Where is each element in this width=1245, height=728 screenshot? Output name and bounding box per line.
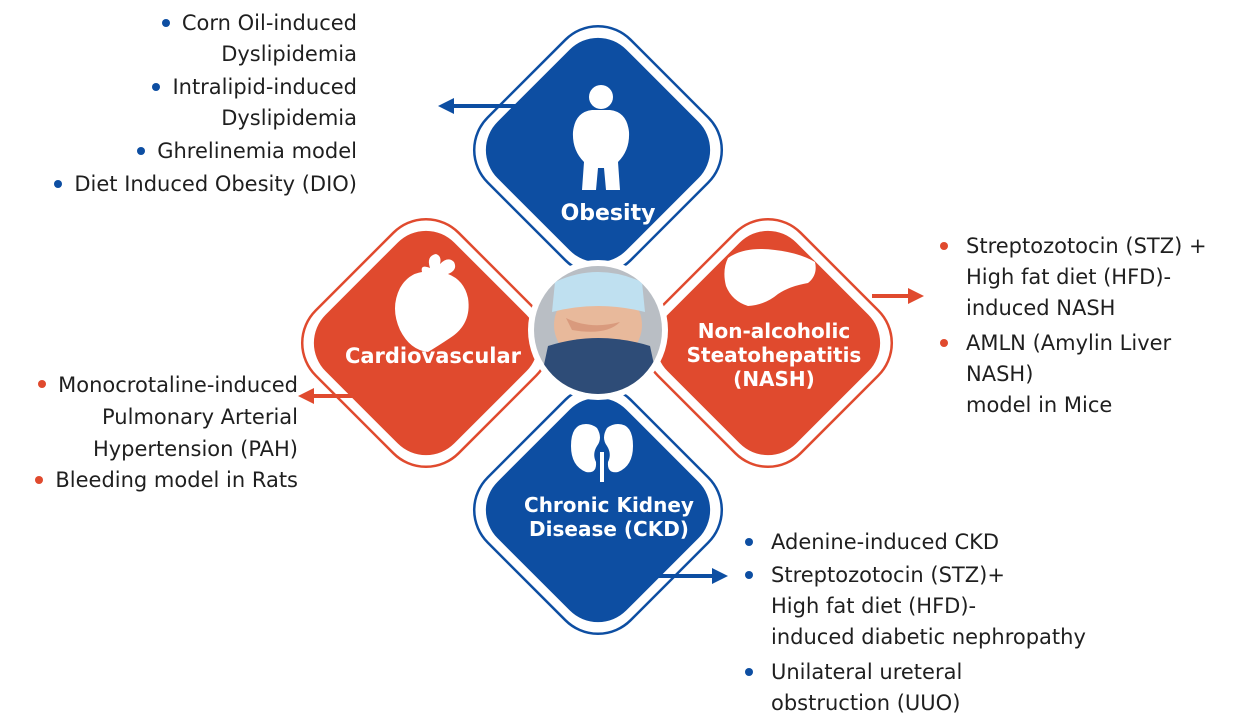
nash-outline [642, 217, 894, 469]
heart-icon [395, 254, 469, 352]
bullet-dot [54, 180, 63, 188]
ckd-model-list: Adenine-induced CKD Streptozotocin (STZ)… [745, 527, 1095, 719]
liver-icon [724, 249, 816, 306]
bullet-dot [940, 339, 948, 347]
ckd-label-line-1: Chronic Kidney [524, 493, 694, 517]
nash-label-line-3: (NASH) [733, 367, 815, 391]
bullet-dot [35, 476, 44, 484]
list-item: Streptozotocin (STZ)+High fat diet (HFD)… [745, 560, 1095, 653]
bullet-dot [745, 538, 753, 546]
bullet-dot [161, 19, 170, 27]
obesity-outline [472, 24, 724, 276]
ckd-outline [472, 384, 724, 636]
list-item: Adenine-induced CKD [745, 527, 1095, 558]
nash-arrow [872, 288, 924, 304]
ckd-arrow [652, 568, 728, 584]
bullet-dot [152, 83, 161, 91]
nash-label-line-1: Non-alcoholic [698, 319, 851, 343]
nash-model-list: Streptozotocin (STZ) +High fat diet (HFD… [940, 231, 1240, 421]
obesity-label: Obesity [561, 201, 656, 226]
obese-person-icon [572, 85, 630, 190]
cardio-outline [300, 217, 552, 469]
ckd-label-line-2: Disease (CKD) [529, 517, 689, 541]
list-item: AMLN (Amylin Liver NASH)model in Mice [940, 328, 1240, 421]
list-item: Diet Induced Obesity (DIO) [0, 169, 357, 200]
bullet-dot [940, 242, 948, 250]
list-item: Ghrelinemia model [0, 136, 357, 167]
cardiovascular-label: Cardiovascular [345, 344, 522, 368]
nash-label-line-2: Steatohepatitis [687, 343, 862, 367]
center-belly-image [528, 260, 668, 400]
kidneys-icon [571, 424, 633, 482]
bullet-dot [745, 668, 753, 676]
bullet-dot [137, 147, 146, 155]
cardiovascular-arrow [298, 388, 378, 404]
list-item: Streptozotocin (STZ) +High fat diet (HFD… [940, 231, 1240, 324]
obesity-arrow [438, 98, 522, 114]
list-item: Bleeding model in Rats [8, 465, 298, 496]
bullet-dot [38, 380, 47, 388]
ckd-diamond [485, 397, 711, 623]
bullet-dot [745, 571, 753, 579]
nash-diamond [655, 230, 881, 456]
